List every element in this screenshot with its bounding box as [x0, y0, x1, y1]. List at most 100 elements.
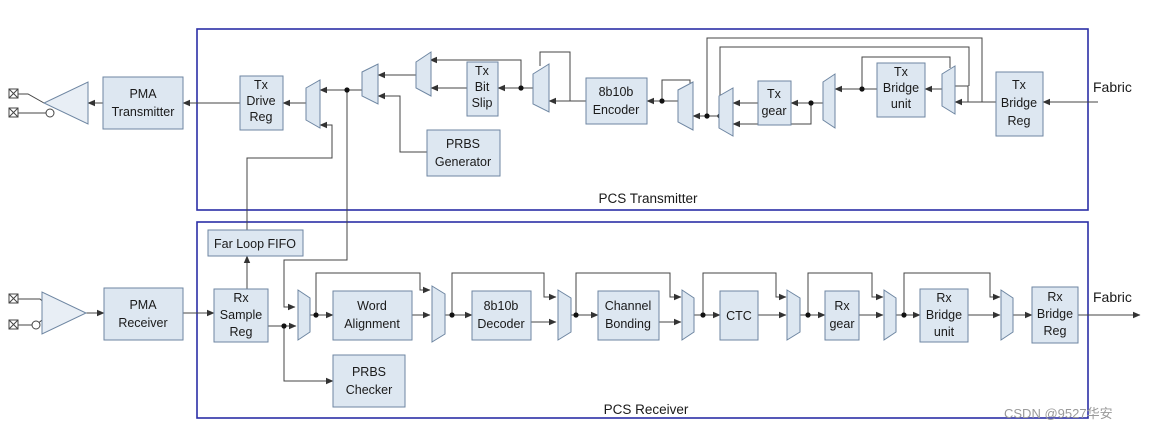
tx-mux-2	[361, 63, 379, 105]
tx-bit-slip-line3: Slip	[472, 96, 493, 110]
tx-8b10b-encoder-block	[585, 77, 648, 125]
rx-decoder-line2: Decoder	[477, 317, 524, 331]
tx-bridge-unit-block	[876, 62, 926, 118]
rx-wires	[17, 255, 1141, 385]
rx-8b10b-decoder-block	[471, 290, 532, 341]
tx-bridge-unit-line3: unit	[891, 97, 912, 111]
prbs-generator-block	[426, 129, 501, 177]
pma-transmitter-block	[102, 76, 184, 130]
tx-driver-triangle-icon	[42, 81, 89, 125]
rx-gear-block	[824, 290, 860, 341]
tx-mux-6	[718, 87, 734, 137]
tx-pin-n-icon	[8, 107, 19, 118]
tx-bridge-reg-line1: Tx	[1012, 78, 1027, 92]
rx-blocks: Far Loop FIFO PMA Receiver Rx Sample Reg…	[103, 229, 1079, 408]
prbs-checker-line1: PRBS	[352, 365, 386, 379]
pcs-transmitter-label: PCS Transmitter	[598, 191, 698, 206]
prbs-generator-line1: PRBS	[446, 137, 480, 151]
pma-transmitter-line1: PMA	[129, 87, 157, 101]
junction-dots	[281, 85, 907, 329]
pcs-transmitter-frame	[196, 28, 1089, 211]
tx-bit-slip-line1: Tx	[475, 64, 490, 78]
rx-mux-4	[681, 289, 695, 341]
word-alignment-line1: Word	[357, 299, 387, 313]
rx-mux-2	[431, 285, 446, 343]
muxes	[297, 51, 1014, 343]
rx-bridge-reg-line1: Rx	[1047, 290, 1063, 304]
pma-transmitter-line2: Transmitter	[112, 105, 175, 119]
rx-sample-reg-line1: Rx	[233, 291, 249, 305]
rx-bridge-reg-line2: Bridge	[1037, 307, 1073, 321]
pma-receiver-block	[103, 287, 184, 341]
watermark: CSDN @9527华安	[1004, 406, 1113, 421]
channel-bonding-line1: Channel	[605, 299, 652, 313]
tx-blocks: PMA Transmitter Tx Drive Reg PRBS Genera…	[102, 61, 1044, 177]
tx-bridge-reg-line3: Reg	[1008, 114, 1031, 128]
tx-gear-line2: gear	[761, 104, 786, 118]
rx-gear-line1: Rx	[834, 299, 850, 313]
tx-mux-5	[677, 81, 694, 131]
rx-mux-3	[557, 289, 572, 341]
rx-sample-reg-line2: Sample	[220, 308, 262, 322]
rx-bridge-reg-block	[1031, 286, 1079, 344]
tx-gear-line1: Tx	[767, 87, 782, 101]
fabric-rx-label: Fabric	[1093, 289, 1132, 305]
far-loop-fifo-block	[207, 229, 304, 257]
word-alignment-line2: Alignment	[344, 317, 400, 331]
rx-bridge-reg-line3: Reg	[1044, 324, 1067, 338]
rx-pin-n-icon	[8, 319, 19, 330]
pma-receiver-line2: Receiver	[118, 316, 167, 330]
rx-bridge-unit-line1: Rx	[936, 291, 952, 305]
prbs-generator-line2: Generator	[435, 155, 491, 169]
pma-receiver-line1: PMA	[129, 298, 157, 312]
tx-bit-slip-line2: Bit	[475, 80, 490, 94]
word-alignment-block	[332, 290, 413, 341]
tx-mux-3	[415, 51, 432, 97]
fabric-tx-label: Fabric	[1093, 79, 1132, 95]
tx-drive-reg-block	[239, 75, 284, 131]
tx-pin-p-icon	[8, 88, 19, 99]
rx-mux-6	[883, 289, 897, 341]
tx-bit-slip-block	[466, 61, 499, 117]
far-loop-fifo-label: Far Loop FIFO	[214, 237, 296, 251]
tx-encoder-line1: 8b10b	[599, 85, 634, 99]
rx-inverting-bubble-icon	[31, 320, 41, 330]
rx-mux-5	[786, 289, 801, 341]
ctc-label: CTC	[726, 309, 752, 323]
tx-wires	[17, 37, 1098, 311]
prbs-checker-block	[332, 354, 406, 408]
io-pins	[8, 88, 19, 330]
rx-gear-line2: gear	[829, 317, 854, 331]
rx-sample-reg-block	[213, 288, 269, 343]
rx-bridge-unit-line3: unit	[934, 325, 955, 339]
tx-mux-4	[532, 63, 550, 113]
rx-bridge-unit-block	[919, 288, 969, 343]
rx-pin-p-icon	[8, 293, 19, 304]
tx-mux-7	[822, 73, 836, 129]
tx-mux-8	[941, 65, 956, 115]
channel-bonding-line2: Bonding	[605, 317, 651, 331]
tx-bridge-unit-line2: Bridge	[883, 81, 919, 95]
prbs-checker-line2: Checker	[346, 383, 393, 397]
tx-drive-reg-line3: Reg	[250, 110, 273, 124]
rx-decoder-line1: 8b10b	[484, 299, 519, 313]
pcs-receiver-label: PCS Receiver	[604, 402, 689, 417]
rx-bridge-unit-line2: Bridge	[926, 308, 962, 322]
rx-mux-1	[297, 289, 311, 341]
rx-buffer-triangle-icon	[41, 291, 88, 335]
tx-encoder-line2: Encoder	[593, 103, 640, 117]
ctc-block	[719, 290, 759, 341]
tx-bridge-reg-block	[995, 71, 1044, 137]
rx-sample-reg-line3: Reg	[230, 325, 253, 339]
channel-bonding-block	[597, 290, 660, 341]
tx-mux-1	[305, 79, 321, 129]
pcs-receiver-frame	[196, 221, 1089, 419]
rx-mux-7	[1000, 289, 1014, 341]
tx-drive-reg-line2: Drive	[246, 94, 275, 108]
tx-bridge-unit-line1: Tx	[894, 65, 909, 79]
rx-input-buffer	[31, 291, 88, 335]
tx-output-driver	[42, 81, 89, 125]
tx-drive-reg-line1: Tx	[254, 78, 269, 92]
tx-gear-block	[757, 80, 792, 126]
